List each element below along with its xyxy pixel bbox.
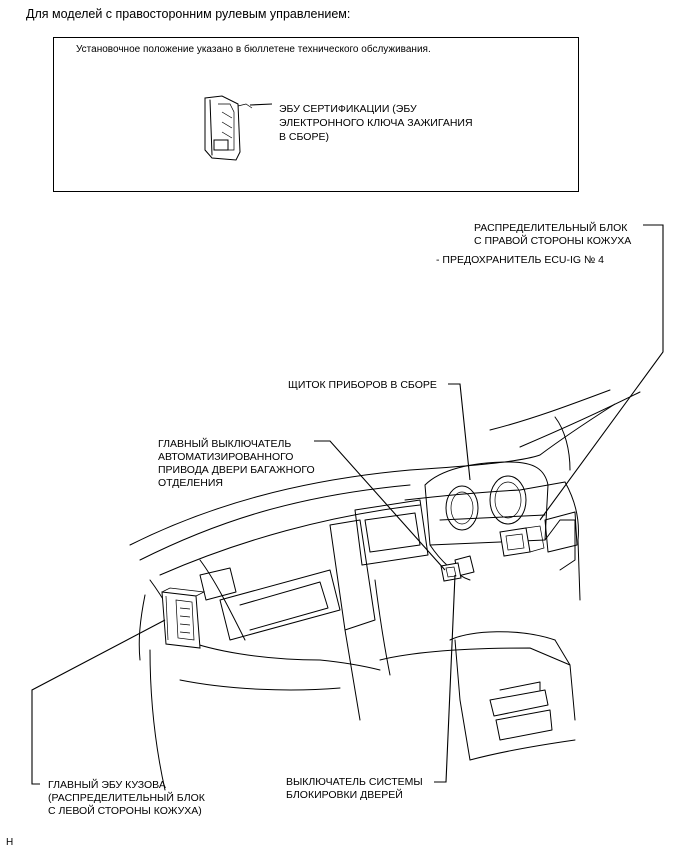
inset-note: Установочное положение указано в бюллете… <box>76 44 431 55</box>
leader-junction-right <box>539 224 664 521</box>
junction-block-right-figure <box>499 525 545 557</box>
leader-door-lock-switch <box>434 574 456 783</box>
door-lock-switch-label: ВЫКЛЮЧАТЕЛЬ СИСТЕМЫ БЛОКИРОВКИ ДВЕРЕЙ <box>286 776 423 801</box>
main-body-ecu-figure <box>161 587 206 649</box>
door-lock-switch-figure <box>440 562 462 582</box>
back-door-switch-label: ГЛАВНЫЙ ВЫКЛЮЧАТЕЛЬ АВТОМАТИЗИРОВАННОГО … <box>158 438 315 489</box>
certification-ecu-label: ЭБУ СЕРТИФИКАЦИИ (ЭБУ ЭЛЕКТРОННОГО КЛЮЧА… <box>279 103 473 143</box>
instrument-cluster-label: ЩИТОК ПРИБОРОВ В СБОРЕ <box>288 379 437 391</box>
leader-main-body-ecu <box>31 619 166 785</box>
page-header: Для моделей с правосторонним рулевым упр… <box>26 7 351 21</box>
leader-instrument-cluster <box>448 383 471 481</box>
leader-back-door-switch <box>314 440 446 571</box>
inset-box: Установочное положение указано в бюллете… <box>53 37 579 192</box>
junction-block-right-label: РАСПРЕДЕЛИТЕЛЬНЫЙ БЛОК С ПРАВОЙ СТОРОНЫ … <box>474 222 632 247</box>
fuse-label: - ПРЕДОХРАНИТЕЛЬ ECU-IG № 4 <box>436 254 605 266</box>
corner-mark: H <box>6 837 14 848</box>
certification-ecu-figure <box>204 95 253 161</box>
dashboard <box>129 389 641 791</box>
main-body-ecu-label: ГЛАВНЫЙ ЭБУ КУЗОВА (РАСПРЕДЕЛИТЕЛЬНЫЙ БЛ… <box>48 779 205 817</box>
